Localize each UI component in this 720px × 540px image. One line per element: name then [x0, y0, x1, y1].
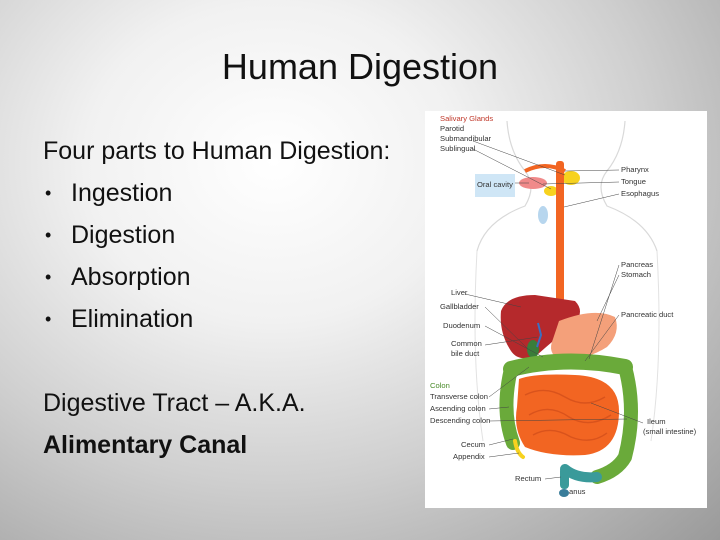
leader-line	[484, 325, 544, 358]
leader-line	[563, 193, 620, 208]
body-side-right	[650, 250, 660, 442]
tongue-label: Tongue	[621, 177, 646, 186]
slide-title: Human Digestion	[221, 46, 499, 87]
sublingual-label: Sublingual	[440, 144, 476, 153]
thyroid-shape	[538, 206, 548, 224]
leader-line	[488, 452, 520, 458]
list-item-label: Ingestion	[71, 179, 173, 207]
liver-shape	[500, 295, 580, 359]
list-item-label: Absorption	[71, 263, 191, 291]
pancreatic-duct-label: Pancreatic duct	[621, 310, 674, 319]
leader-line	[588, 264, 620, 360]
parotid-gland	[562, 171, 580, 185]
list-item: • Elimination	[43, 298, 403, 340]
digestive-system-illustration: Salivary Glands Parotid Submandibular Su…	[430, 114, 697, 497]
leader-line	[564, 169, 620, 172]
esophagus-tube	[556, 161, 564, 331]
oral-cavity-box	[475, 174, 515, 197]
tract-line: Digestive Tract – A.K.A.	[43, 389, 306, 417]
small-intestine-label: (small intestine)	[643, 427, 697, 436]
rectum-label: Rectum	[515, 474, 541, 483]
rectum-tube	[560, 467, 569, 489]
gallbladder-shape	[527, 340, 539, 358]
list-item: • Ingestion	[43, 172, 403, 214]
slide-body: Four parts to Human Digestion: • Ingestio…	[43, 130, 403, 466]
esophagus-label: Esophagus	[621, 189, 659, 198]
body-outline	[476, 120, 658, 252]
duodenum-label: Duodenum	[443, 321, 480, 330]
pancreas-label: Pancreas	[621, 260, 653, 269]
bullet-icon: •	[45, 309, 52, 329]
leader-line	[544, 476, 562, 480]
list-item-label: Elimination	[71, 305, 194, 333]
digestive-system-diagram: Salivary Glands Parotid Submandibular Su…	[425, 111, 707, 508]
descending-colon-label: Descending colon	[430, 416, 490, 425]
parotid-label: Parotid	[440, 124, 464, 133]
leader-line	[590, 402, 644, 424]
transverse-colon-label: Transverse colon	[430, 392, 488, 401]
appendix-shape	[513, 439, 525, 459]
stomach-shape	[551, 312, 617, 360]
pharynx-label: Pharynx	[621, 165, 649, 174]
tongue-shape	[519, 177, 547, 189]
salivary-glands-label: Salivary Glands	[440, 114, 493, 123]
list-item: • Digestion	[43, 214, 403, 256]
leader-line	[484, 306, 529, 350]
anus-shape	[559, 489, 569, 497]
anus-label: anus	[569, 487, 586, 496]
colon-label: Colon	[430, 381, 450, 390]
tract-name: Alimentary Canal	[43, 431, 248, 459]
ascending-colon	[499, 362, 520, 450]
stomach-label: Stomach	[621, 270, 651, 279]
leader-line	[542, 181, 620, 185]
small-intestine-shape	[516, 374, 619, 456]
cecum-label: Cecum	[461, 440, 485, 449]
leader-line	[488, 418, 628, 422]
leader-line	[464, 293, 522, 308]
leader-line	[484, 336, 539, 346]
body-side-left	[474, 250, 484, 442]
leader-line	[488, 366, 530, 398]
liver-label: Liver	[451, 288, 468, 297]
oral-cavity-label: Oral cavity	[477, 180, 513, 189]
transverse-colon	[503, 353, 633, 377]
leader-line	[488, 406, 510, 410]
bile-duct-shape	[536, 322, 543, 348]
bullet-icon: •	[45, 267, 52, 287]
leader-lines	[464, 140, 644, 480]
common-bile-duct-label-2: bile duct	[451, 349, 480, 358]
bullet-icon: •	[45, 225, 52, 245]
ascending-colon-label: Ascending colon	[430, 404, 486, 413]
appendix-label: Appendix	[453, 452, 485, 461]
descending-colon	[590, 360, 638, 484]
ileum-label: Ileum	[647, 417, 666, 426]
leader-line	[472, 140, 566, 176]
leader-line	[584, 314, 620, 362]
bullet-icon: •	[45, 183, 52, 203]
small-intestine-loops	[524, 389, 612, 441]
leader-line	[488, 438, 514, 446]
leader-line	[596, 274, 620, 322]
common-bile-duct-label-1: Common	[451, 339, 482, 348]
intro-text: Four parts to Human Digestion:	[43, 137, 391, 165]
submandibular-label: Submandibular	[440, 134, 492, 143]
sigmoid-colon	[560, 464, 602, 483]
gallbladder-label: Gallbladder	[440, 302, 479, 311]
submandibular-gland	[544, 186, 558, 196]
list-item: • Absorption	[43, 256, 403, 298]
digestion-parts-list: • Ingestion • Digestion • Absorption • Elimi…	[43, 172, 403, 340]
leader-line	[472, 148, 552, 190]
list-item-label: Digestion	[71, 221, 176, 249]
